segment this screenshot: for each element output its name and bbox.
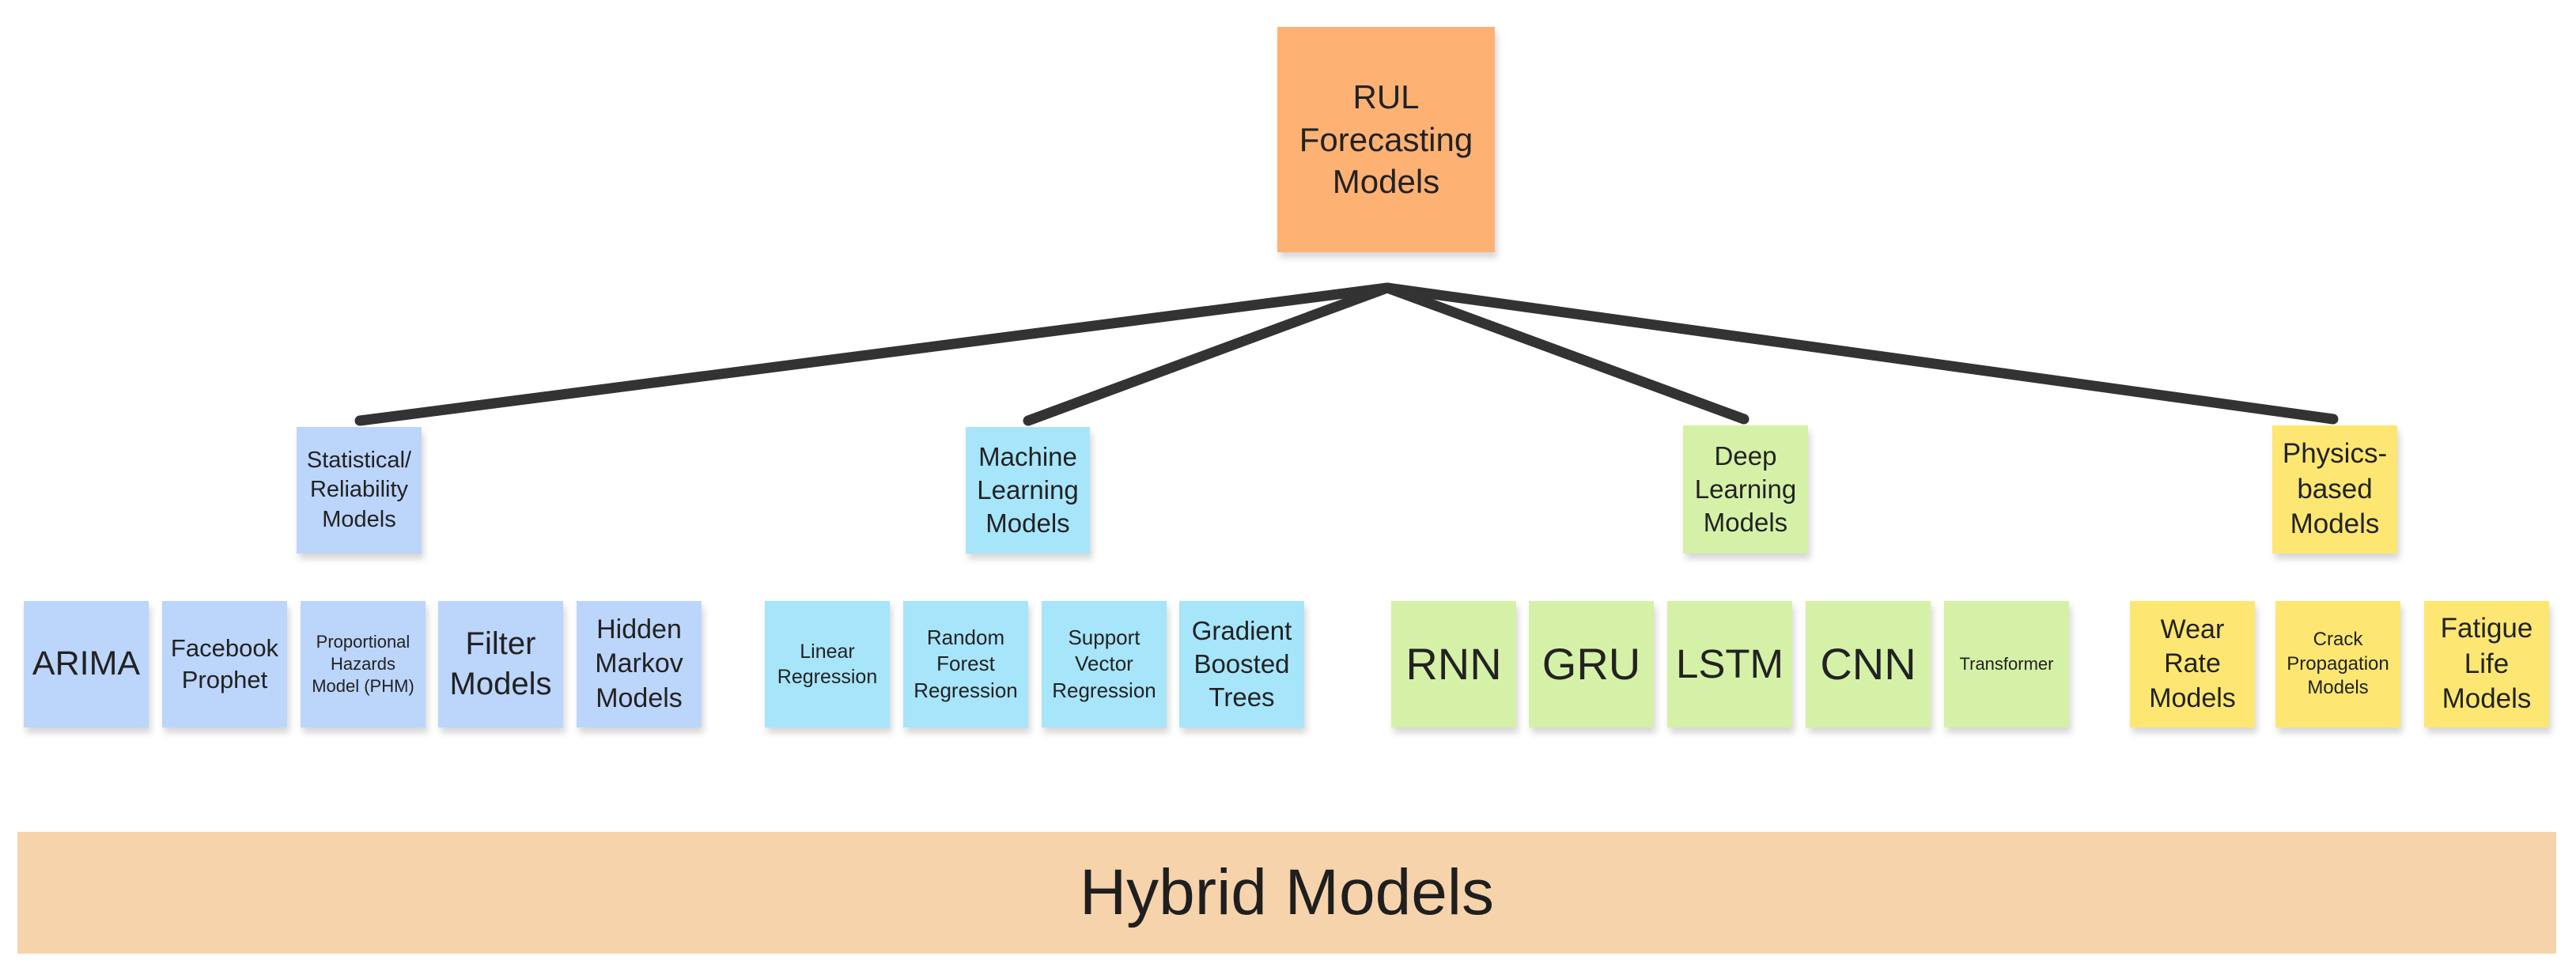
leaf-gru: GRU [1529, 601, 1654, 727]
category-statistical-reliability: Statistical/ Reliability Models [297, 427, 422, 554]
leaf-lstm: LSTM [1667, 601, 1792, 727]
leaf-filter-models: Filter Models [438, 601, 563, 727]
connector-root-to-deep-learning [1382, 282, 1749, 425]
leaf-rnn: RNN [1391, 601, 1516, 727]
connector-root-to-machine-learning [1023, 282, 1393, 426]
leaf-proportional-hazards-model: Proportional Hazards Model (PHM) [301, 601, 426, 727]
leaf-arima: ARIMA [24, 601, 149, 727]
connector-root-to-physics [1382, 282, 2339, 425]
category-deep-learning: Deep Learning Models [1683, 425, 1808, 554]
leaf-crack-propagation-models: Crack Propagation Models [2275, 601, 2400, 727]
hybrid-models-band: Hybrid Models [17, 832, 2556, 954]
category-physics-based: Physics- based Models [2272, 425, 2397, 554]
leaf-hidden-markov-models: Hidden Markov Models [577, 601, 702, 727]
leaf-random-forest-regression: Random Forest Regression [903, 601, 1028, 727]
leaf-facebook-prophet: Facebook Prophet [162, 601, 287, 727]
connector-root-to-statistical [354, 282, 1393, 426]
leaf-fatigue-life-models: Fatigue Life Models [2424, 601, 2549, 727]
leaf-cnn: CNN [1806, 601, 1931, 727]
category-machine-learning: Machine Learning Models [966, 427, 1090, 554]
leaf-linear-regression: Linear Regression [765, 601, 890, 727]
leaf-wear-rate-models: Wear Rate Models [2130, 601, 2255, 727]
leaf-support-vector-regression: Support Vector Regression [1042, 601, 1167, 727]
root-node: RUL Forecasting Models [1277, 27, 1495, 252]
leaf-transformer: Transformer [1944, 601, 2069, 727]
leaf-gradient-boosted-trees: Gradient Boosted Trees [1179, 601, 1304, 727]
